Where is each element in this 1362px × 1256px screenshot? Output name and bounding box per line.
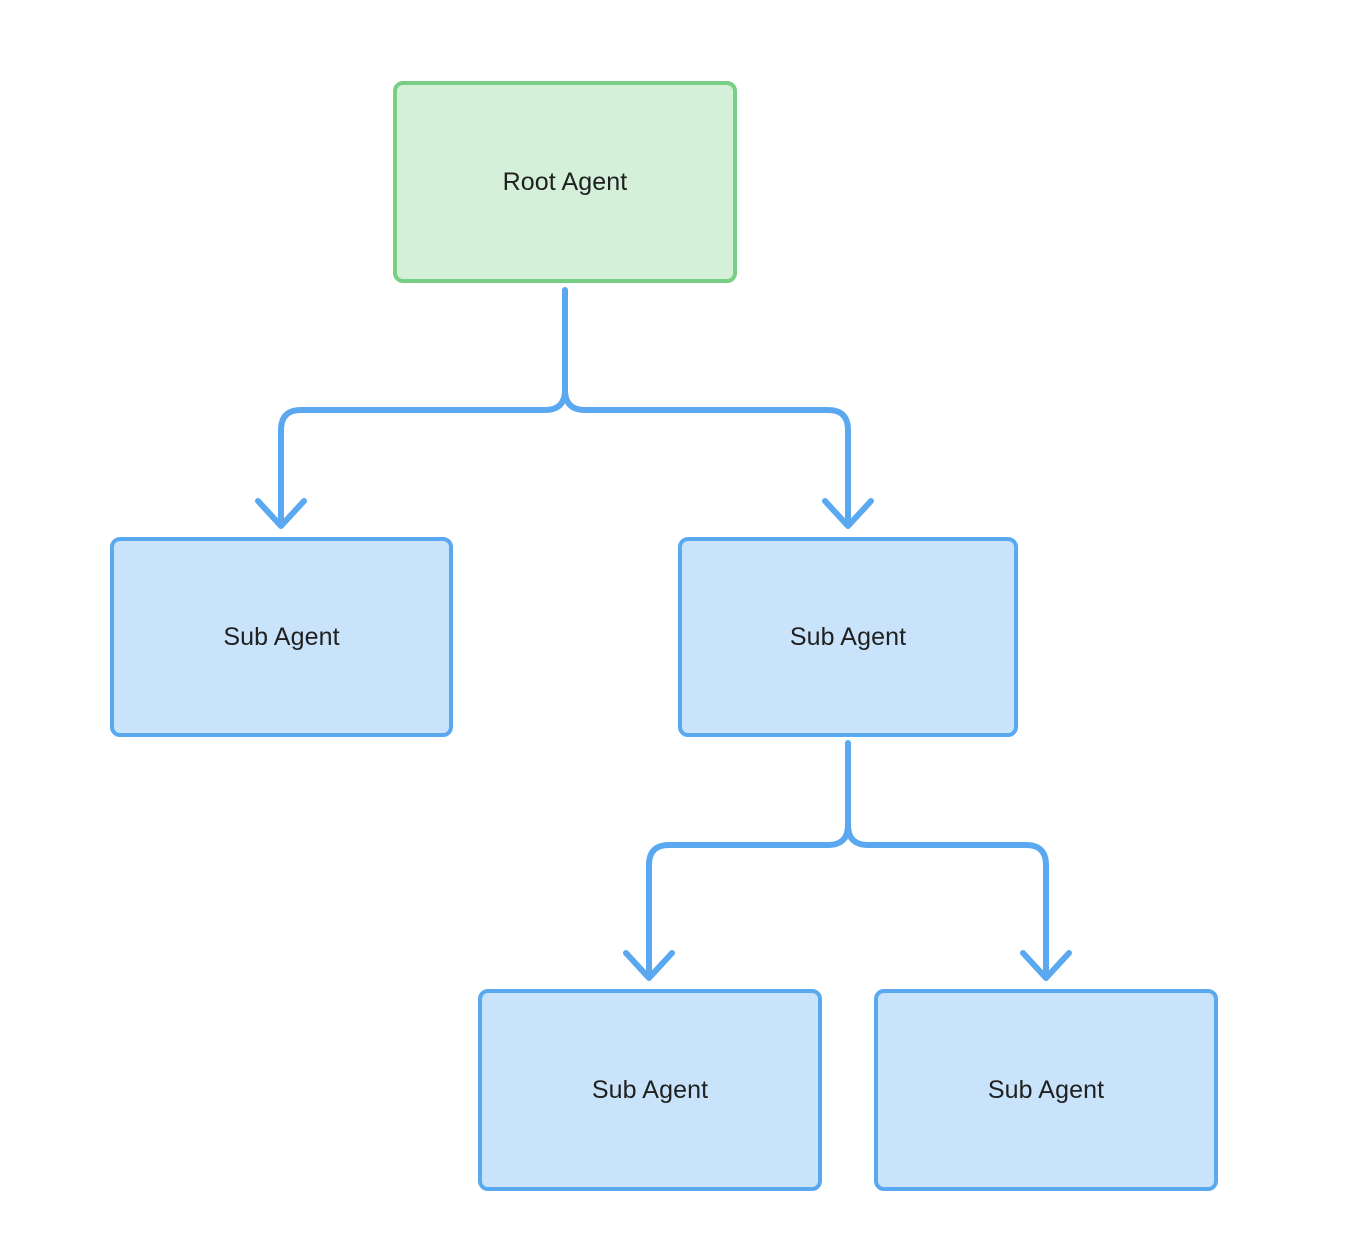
edge-root-sub1-arrowhead [255,498,307,529]
edge-sub2-sub4-arrowhead [1020,950,1072,981]
edge-sub2-sub3-line [646,842,831,980]
edge-root-sub2-line [582,407,851,528]
edge-root-trunk-right [562,387,588,413]
node-sub-agent-1[interactable]: Sub Agent [110,537,453,737]
edge-sub2-trunk-right [845,822,871,848]
node-root-agent-label: Root Agent [502,167,628,196]
node-sub-agent-3-label: Sub Agent [591,1075,709,1104]
node-sub-agent-2[interactable]: Sub Agent [678,537,1018,737]
edge-sub2-trunk [825,740,851,848]
node-sub-agent-4[interactable]: Sub Agent [874,989,1218,1191]
edge-root-sub1-line [278,407,548,528]
edge-sub2-sub3-arrowhead [623,950,675,981]
node-sub-agent-1-label: Sub Agent [223,622,340,651]
node-sub-agent-3[interactable]: Sub Agent [478,989,822,1191]
edge-root-sub2-arrowhead [822,498,874,529]
node-sub-agent-2-label: Sub Agent [789,622,907,651]
node-root-agent[interactable]: Root Agent [393,81,737,283]
node-sub-agent-4-label: Sub Agent [987,1075,1105,1104]
edge-root-trunk [542,287,568,413]
edge-sub2-sub4-line [865,842,1049,980]
